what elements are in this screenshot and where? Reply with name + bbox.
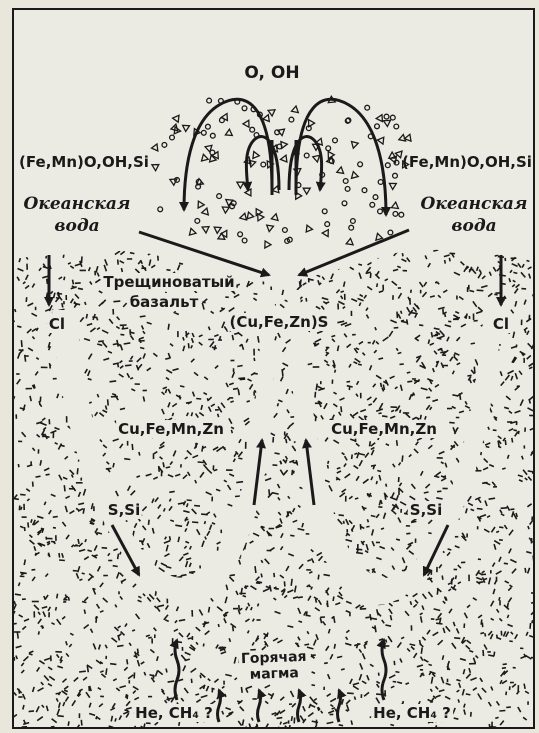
label-top-oxygen: O, OH bbox=[244, 63, 299, 83]
label-left-oxides: (Fe,Mn)O,OH,Si bbox=[19, 153, 149, 171]
label-basalt-line1: Трещиноватый bbox=[101, 273, 236, 291]
diagram-frame: O, OH (Fe,Mn)O,OH,Si (Fe,Mn)O,OH,Si Океа… bbox=[12, 8, 535, 729]
label-ocean-water-left-line1: Океанская bbox=[24, 193, 131, 215]
label-gas-right: He, CH₄ ? bbox=[371, 704, 453, 722]
label-metals-right: Cu,Fe,Mn,Zn bbox=[329, 420, 439, 438]
label-hot-magma-line2: магма bbox=[241, 665, 307, 683]
label-gas-left: He, CH₄ ? bbox=[133, 704, 215, 722]
label-metals-left: Cu,Fe,Mn,Zn bbox=[116, 420, 226, 438]
label-right-oxides: (Fe,Mn)O,OH,Si bbox=[402, 153, 532, 171]
plume-particles bbox=[152, 96, 412, 248]
seafloor-flow-arrows bbox=[139, 230, 409, 275]
label-s-si-right: S,Si bbox=[408, 501, 444, 519]
label-ocean-water-left: Океанская вода bbox=[24, 193, 131, 237]
label-ocean-water-right-line1: Океанская bbox=[421, 193, 528, 215]
label-sulfide: (Cu,Fe,Zn)S bbox=[228, 313, 331, 331]
label-cl-left: Cl bbox=[47, 315, 67, 333]
hydrothermal-diagram bbox=[14, 10, 535, 729]
label-s-si-left: S,Si bbox=[106, 501, 142, 519]
label-basalt-line2: базальт bbox=[128, 293, 201, 311]
label-cl-right: Cl bbox=[491, 315, 511, 333]
label-ocean-water-left-line2: вода bbox=[24, 215, 131, 237]
label-ocean-water-right-line2: вода bbox=[421, 215, 528, 237]
label-hot-magma: Горячая магма bbox=[239, 649, 310, 683]
label-ocean-water-right: Океанская вода bbox=[421, 193, 528, 237]
